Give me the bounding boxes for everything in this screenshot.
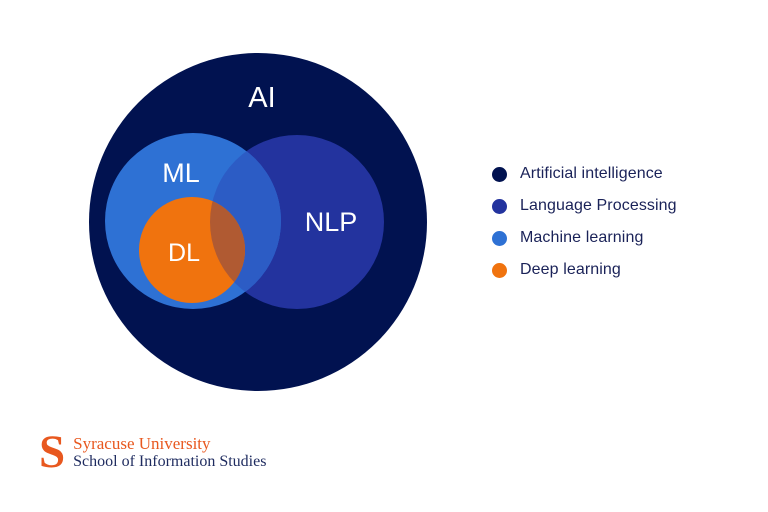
legend-label-machine-learning: Machine learning (520, 229, 644, 246)
legend-label-language-processing: Language Processing (520, 197, 677, 214)
legend: Artificial intelligence Language Process… (492, 162, 677, 282)
dl-label: DL (168, 239, 200, 267)
legend-dot-artificial-intelligence-icon (492, 166, 507, 182)
ai-label: AI (248, 82, 275, 114)
legend-item-deep-learning: Deep learning (492, 258, 677, 282)
legend-label-artificial-intelligence: Artificial intelligence (520, 165, 663, 182)
ml-nlp-overlap (210, 135, 281, 309)
legend-dot-machine-learning-icon (492, 230, 507, 246)
legend-label-deep-learning: Deep learning (520, 261, 621, 278)
syracuse-logo: S Syracuse University School of Informat… (39, 426, 266, 478)
nlp-label: NLP (305, 207, 358, 237)
legend-dot-deep-learning-icon (492, 262, 507, 278)
legend-item-language-processing: Language Processing (492, 194, 677, 218)
legend-dot-language-processing-icon (492, 198, 507, 214)
ml-label: ML (162, 158, 200, 188)
org-unit: School of Information Studies (73, 453, 267, 470)
org-name: Syracuse University (73, 434, 211, 453)
syracuse-logo-text: Syracuse University School of Informatio… (73, 429, 266, 470)
legend-item-machine-learning: Machine learning (492, 226, 677, 250)
legend-item-artificial-intelligence: Artificial intelligence (492, 162, 677, 186)
syracuse-block-s-icon: S (39, 426, 65, 478)
